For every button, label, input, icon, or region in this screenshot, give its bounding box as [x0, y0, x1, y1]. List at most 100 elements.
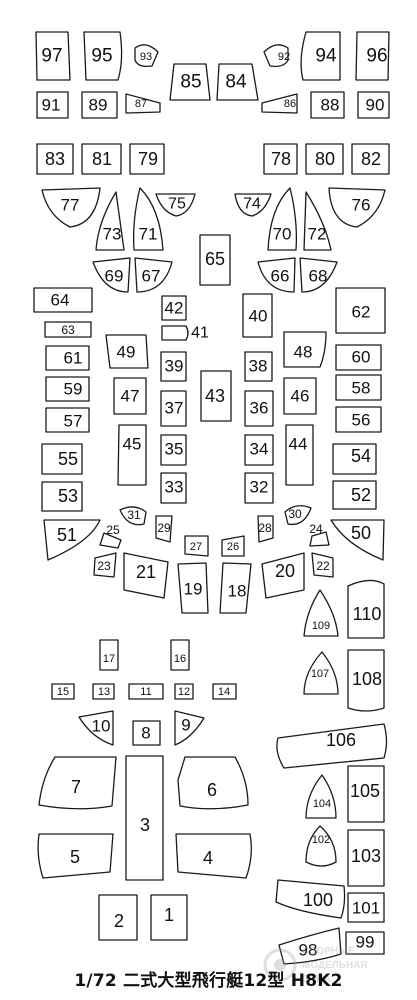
part-number: 38	[249, 357, 268, 376]
part-number: 77	[61, 196, 80, 215]
part-outline	[134, 257, 173, 293]
part-outline	[257, 515, 274, 543]
part-107: 107	[303, 651, 339, 695]
part-65: 65	[199, 234, 231, 286]
part-outline	[244, 390, 274, 427]
watermark-logo: СБОРНЫЕ МОДЕЛЬНАЯ ЗОНА	[263, 946, 368, 985]
part-number: 103	[351, 846, 381, 866]
part-110: 110	[347, 579, 385, 639]
part-7: 7	[38, 756, 117, 810]
part-37: 37	[160, 390, 187, 427]
part-outline	[155, 193, 196, 217]
part-outline	[43, 519, 101, 561]
part-number: 50	[351, 523, 371, 543]
part-23: 23	[93, 552, 117, 578]
part-number: 73	[103, 225, 122, 244]
part-outline	[81, 143, 122, 175]
part-outline	[93, 552, 117, 578]
part-outline	[184, 535, 209, 557]
part-21: 21	[123, 552, 169, 599]
part-59: 59	[45, 376, 90, 402]
part-outline	[278, 927, 342, 965]
part-6: 6	[177, 756, 249, 810]
part-58: 58	[335, 374, 382, 401]
part-outline	[283, 377, 317, 415]
part-outline	[134, 44, 159, 68]
part-outline	[99, 639, 119, 671]
part-outline	[125, 93, 161, 114]
part-11: 11	[128, 683, 164, 700]
part-outline	[310, 91, 345, 119]
part-34: 34	[244, 434, 274, 466]
part-90: 90	[357, 91, 390, 119]
part-outline	[169, 63, 211, 101]
part-number: 84	[225, 72, 247, 93]
part-outline	[216, 63, 259, 101]
part-number: 72	[308, 225, 327, 244]
part-number: 16	[174, 653, 186, 665]
part-76: 76	[328, 187, 386, 228]
watermark-line-1: СБОРНЫЕ	[302, 946, 355, 957]
part-number: 81	[92, 149, 112, 169]
part-68: 68	[299, 257, 338, 293]
part-number: 29	[157, 521, 171, 535]
part-4: 4	[175, 833, 252, 879]
part-number: 75	[168, 196, 186, 213]
part-outline	[285, 424, 314, 486]
part-outline	[92, 257, 131, 293]
part-number: 14	[218, 686, 230, 698]
part-42: 42	[161, 295, 187, 321]
part-number: 96	[366, 46, 387, 67]
part-number: 78	[271, 149, 291, 169]
part-number: 5	[70, 847, 80, 867]
part-number: 79	[138, 149, 158, 169]
part-70: 70	[267, 187, 298, 251]
part-54: 54	[332, 443, 377, 475]
part-outline	[299, 257, 338, 293]
part-number: 60	[352, 348, 371, 367]
part-15: 15	[51, 683, 75, 700]
part-outline	[41, 187, 101, 228]
part-outline	[345, 931, 385, 955]
part-number: 59	[64, 380, 83, 399]
part-outline	[170, 639, 190, 671]
part-number: 22	[316, 559, 330, 573]
part-20: 20	[261, 552, 305, 599]
part-number: 19	[184, 580, 203, 599]
part-number: 41	[191, 325, 209, 342]
part-outline	[311, 552, 334, 578]
part-number: 39	[165, 357, 184, 376]
part-number: 95	[91, 46, 112, 67]
part-outline	[123, 552, 169, 599]
part-outline	[44, 321, 92, 338]
part-outline	[160, 390, 187, 427]
part-96: 96	[355, 31, 390, 81]
part-109: 109	[303, 589, 339, 637]
part-74: 74	[234, 193, 272, 217]
part-outline	[45, 376, 90, 402]
part-outline	[351, 143, 390, 175]
part-number: 109	[312, 620, 330, 632]
part-outline	[174, 710, 205, 746]
part-number: 44	[289, 435, 308, 454]
part-number: 57	[64, 412, 83, 431]
part-41: 41	[161, 325, 209, 342]
part-55: 55	[41, 443, 83, 475]
part-outline	[261, 552, 305, 599]
part-number: 21	[136, 562, 156, 582]
part-number: 76	[352, 196, 371, 215]
part-64: 64	[33, 287, 93, 313]
part-number: 35	[165, 440, 184, 459]
part-73: 73	[95, 191, 125, 251]
part-80: 80	[305, 143, 344, 175]
part-outline	[347, 765, 385, 823]
part-number: 74	[243, 196, 261, 213]
part-number: 107	[311, 668, 329, 680]
part-33: 33	[160, 472, 187, 504]
part-78: 78	[263, 143, 298, 175]
part-10: 10	[78, 710, 114, 746]
part-104: 104	[305, 774, 337, 819]
part-25: 25	[99, 523, 122, 549]
part-number: 8	[141, 724, 150, 743]
part-5: 5	[37, 833, 114, 879]
